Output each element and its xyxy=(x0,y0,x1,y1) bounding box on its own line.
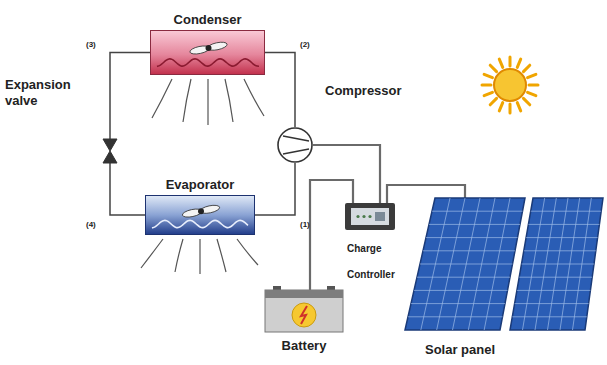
sun-ray xyxy=(509,57,512,66)
evaporator-box: Evaporator xyxy=(145,195,255,235)
callout-number: (3) xyxy=(86,40,96,49)
refrigerant-line xyxy=(110,163,145,215)
coil-tube xyxy=(152,220,248,228)
panel-grid xyxy=(432,211,523,212)
node-title: Evaporator xyxy=(166,177,235,192)
refrigerant-line xyxy=(265,53,295,128)
node-shape xyxy=(345,203,395,230)
sun-ray xyxy=(528,74,536,77)
coil-tube xyxy=(157,59,259,67)
sun-ray xyxy=(484,92,492,95)
sun-ray xyxy=(484,74,492,77)
callout-number: (1) xyxy=(300,220,310,229)
panel-grid xyxy=(524,250,596,251)
node-title: Condenser xyxy=(174,12,242,27)
panel-grid xyxy=(515,303,589,304)
panel-grid xyxy=(517,290,591,291)
panel-grid xyxy=(512,316,587,317)
panel-grid xyxy=(526,237,598,238)
solar-panel: Solar panel xyxy=(405,198,605,332)
sun-ray xyxy=(517,103,520,111)
charge-controller: Charge Controller xyxy=(345,203,395,230)
component-label: Expansion valve xyxy=(5,77,90,109)
solar-panel-cell-area xyxy=(510,198,603,330)
panel-grid xyxy=(408,316,503,317)
callout-number: (2) xyxy=(300,40,310,49)
fan-hub xyxy=(198,208,204,214)
solar-panel-cell-area xyxy=(405,198,525,330)
expansion-valve: Expansion valve xyxy=(103,139,117,163)
power-wire xyxy=(313,145,380,203)
controller-led xyxy=(362,215,365,218)
sun-icon xyxy=(482,57,538,113)
node-shape xyxy=(103,139,117,163)
panel-grid xyxy=(519,277,592,278)
panel-grid xyxy=(429,224,520,225)
sun-ray xyxy=(490,98,496,104)
controller-led xyxy=(368,215,371,218)
panel-grid xyxy=(522,264,595,265)
fan-hub xyxy=(206,45,212,51)
panel-grid xyxy=(426,237,518,238)
panel-grid xyxy=(420,264,513,265)
panel-grid xyxy=(417,277,510,278)
controller-led xyxy=(356,215,359,218)
refrigerant-line xyxy=(255,163,295,215)
component-label: Solar panel xyxy=(425,342,495,357)
power-wire xyxy=(310,180,353,290)
battery-body xyxy=(265,290,343,332)
node-shape xyxy=(277,127,313,163)
panel-grid xyxy=(411,303,505,304)
sun-ray xyxy=(509,104,512,113)
sun-ray xyxy=(517,59,520,67)
node-shape xyxy=(405,198,605,332)
panel-grid xyxy=(414,290,508,291)
sun-ray xyxy=(523,65,529,71)
valve-symbol xyxy=(103,139,117,163)
condenser-box: Condenser xyxy=(150,30,265,75)
battery: Battery xyxy=(265,290,343,332)
sun-ray xyxy=(528,92,536,95)
lightning-mark xyxy=(301,306,307,324)
component-label: Charge Controller xyxy=(347,236,407,288)
component-label: Battery xyxy=(282,338,327,353)
refrigerant-line xyxy=(110,53,150,140)
node-shape xyxy=(265,290,343,332)
component-label: Compressor xyxy=(325,83,402,98)
controller-body xyxy=(345,203,395,230)
panel-grid xyxy=(423,250,515,251)
sun-ray xyxy=(490,65,496,71)
controller-display xyxy=(375,212,385,221)
evaporator-airflow xyxy=(141,239,258,274)
condenser-airflow xyxy=(152,79,264,125)
battery-badge xyxy=(292,303,316,327)
sun-ray xyxy=(499,59,502,67)
panel-grid xyxy=(531,211,602,212)
controller-screen xyxy=(351,208,389,225)
sun-ray xyxy=(499,103,502,111)
battery-top xyxy=(265,290,343,298)
compressor-line xyxy=(283,136,309,141)
panel-grid xyxy=(528,224,599,225)
compressor-symbol xyxy=(278,128,312,162)
node-shape xyxy=(146,196,254,234)
compressor-circle: Compressor xyxy=(277,127,313,163)
node-shape xyxy=(151,31,264,74)
callout-number: (4) xyxy=(86,220,96,229)
sun-ray xyxy=(482,84,491,87)
sun-ray xyxy=(523,98,529,104)
sun-ray xyxy=(529,84,538,87)
compressor-line xyxy=(283,149,309,154)
